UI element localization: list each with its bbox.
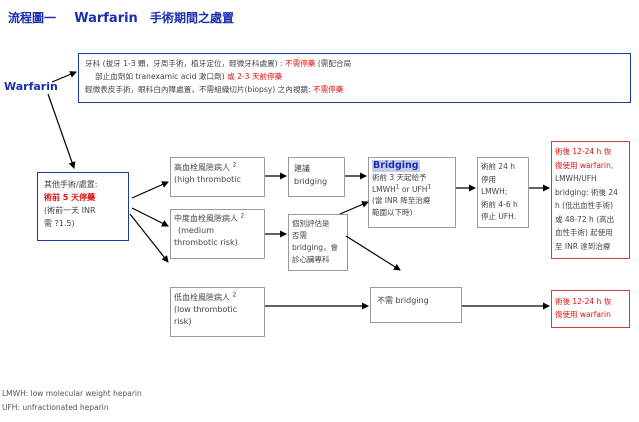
arrow-individual-to-bridging	[339, 201, 369, 215]
dental-line: 牙科 (拔牙 1-3 顆，牙周手術，植牙定位，輕微牙科處置) : 不需停藥 (需…	[85, 59, 352, 68]
no-stop-text-2: 不需停藥	[313, 85, 344, 94]
suggest-bridging-box: 建議 bridging	[288, 157, 345, 197]
minor-procedures-box: 牙科 (拔牙 1-3 顆，牙周手術，植牙定位，輕微牙科處置) : 不需停藥 (需…	[78, 53, 631, 103]
no-bridging-box: 不需 bridging	[370, 287, 462, 323]
preop-stop-box: 術前 24 h 停用 LMWH; 術前 4-6 h 停止 UFH.	[477, 157, 529, 228]
arrow-warfarin-to-other	[47, 93, 76, 169]
title-drug: Warfarin	[74, 11, 138, 26]
other-surgery-box: 其他手術/處置: 術前 5 天停藥 (術前一天 INR 需 ?1.5)	[37, 172, 129, 241]
title-prefix: 流程圖一	[8, 11, 57, 25]
arrow-other-to-medium	[131, 207, 169, 227]
warfarin-label: Warfarin	[4, 80, 58, 93]
minor-surgery-line: 輕微表皮手術，眼科白內障處置，不需組織切片(biopsy) 之內視鏡: 不需停藥	[85, 85, 344, 94]
arrow-other-to-high	[131, 181, 169, 199]
postop-resume-box: 術後 12-24 h 恢 復使用 warfarin, LMWH/UFH brid…	[551, 141, 630, 259]
medium-risk-box: 中度血栓風險病人 2 (medium thrombotic risk)	[170, 209, 265, 259]
stop-2-3-days-text: 或 2-3 天前停藥	[227, 72, 283, 81]
hemostatic-line: 部止血劑如 tranexamic acid 漱口劑) 或 2-3 天前停藥	[95, 72, 283, 81]
no-stop-text: 不需停藥	[285, 59, 316, 68]
stop-5-days-text: 術前 5 天停藥	[44, 193, 96, 202]
arrow-warfarin-to-minor	[51, 71, 77, 83]
footnote-ufh: UFH: unfractionated heparin	[2, 403, 109, 412]
page-title: 流程圖一 Warfarin 手術期間之處置	[8, 9, 234, 26]
bridging-box: Bridging 術前 3 天起給予 LMWH1 or UFH1 (當 INR …	[368, 157, 456, 228]
low-risk-box: 低血栓風險病人 2 (low thrombotic risk)	[170, 287, 265, 337]
footnote-lmwh: LMWH: low molecular weight heparin	[2, 389, 142, 398]
resume-warfarin-box: 術後 12-24 h 恢 復使用 warfarin	[551, 290, 630, 328]
title-suffix: 手術期間之處置	[150, 11, 235, 25]
individual-evaluation-box: 個別評估是 否需 bridging，會 診心臟專科	[288, 214, 348, 271]
bridging-title: Bridging	[372, 160, 420, 172]
high-risk-box: 高血栓風險病人 2 (high thrombotic	[170, 157, 265, 197]
arrow-individual-to-nobridging	[345, 235, 401, 271]
arrow-other-to-medium-2	[129, 213, 169, 263]
